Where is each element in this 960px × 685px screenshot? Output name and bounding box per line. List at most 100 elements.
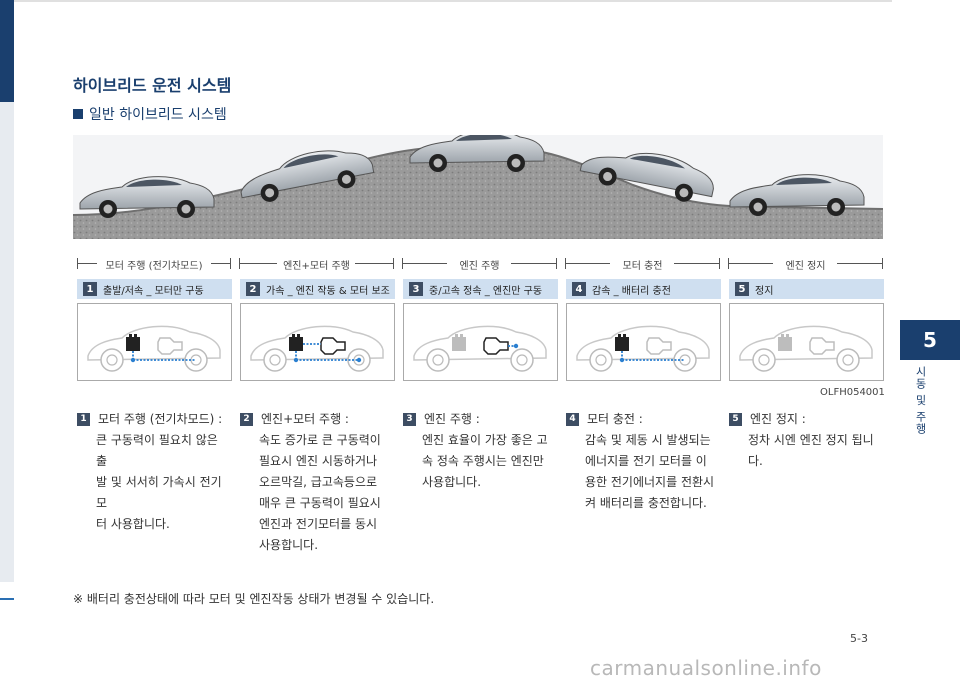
engine-icon (157, 337, 183, 355)
powertrain-diagram (739, 325, 873, 372)
description-line: 에너지를 전기 모터를 이 (585, 454, 707, 468)
flow-node (356, 357, 362, 363)
car-3 (409, 130, 545, 172)
phase-number: 5 (735, 282, 749, 296)
phase-label: 중/고속 정속 _ 엔진만 구동 (429, 285, 543, 297)
engine-icon (809, 337, 835, 355)
powertrain-diagram (576, 325, 710, 372)
wheel-icon (673, 348, 697, 372)
wheel-icon (100, 348, 124, 372)
powertrain-panel-5 (729, 303, 884, 381)
top-rule (0, 0, 892, 2)
car-outline (87, 325, 221, 361)
battery-icon (289, 334, 303, 351)
watermark: carmanualsonline.info (590, 656, 822, 680)
section-bullet-icon (73, 109, 83, 119)
description-3: 3 엔진 주행 : 엔진 효율이 가장 좋은 고 속 정속 주행시는 엔진만 사용… (403, 409, 553, 493)
description-line: 큰 구동력이 필요치 않은 출 (96, 433, 218, 468)
description-line: 다. (748, 454, 763, 468)
phase-bar-1: 1 출발/저속 _ 모터만 구동 (77, 279, 232, 299)
description-title: 엔진 주행 : (424, 412, 480, 426)
phase-number: 2 (246, 282, 260, 296)
car-1 (79, 176, 215, 218)
phase-bar-2: 2 가속 _ 엔진 작동 & 모터 보조 (240, 279, 395, 299)
description-line: 오르막길, 급고속등으로 (259, 475, 378, 489)
car-outline (250, 325, 384, 361)
description-line: 정차 시엔 엔진 정지 됩니 (748, 433, 874, 447)
chapter-tab[interactable]: 5 (900, 320, 960, 360)
car-outline (576, 325, 710, 361)
mode-label-4: 모터 충전 (565, 254, 720, 274)
left-margin-band (0, 102, 14, 582)
car-2 (240, 150, 375, 202)
description-number: 2 (240, 413, 253, 426)
phase-number: 4 (572, 282, 586, 296)
phase-label: 감속 _ 배터리 충전 (592, 285, 671, 297)
description-number: 3 (403, 413, 416, 426)
flow-node (513, 343, 519, 349)
flow-node (130, 357, 136, 363)
wheel-icon (589, 348, 613, 372)
car-outline (413, 325, 547, 361)
flow-node (619, 357, 625, 363)
engine-icon (483, 337, 509, 355)
mode-label-5: 엔진 정지 (728, 254, 883, 274)
page-title: 하이브리드 운전 시스템 (73, 76, 232, 95)
hybrid-hero-illustration (72, 130, 884, 239)
description-line: 필요시 엔진 시동하거나 (259, 454, 378, 468)
powertrain-diagram (413, 325, 547, 372)
description-line: 사용합니다. (422, 475, 482, 489)
description-title: 모터 충전 : (587, 412, 643, 426)
wheel-icon (510, 348, 534, 372)
mode-label-1: 모터 주행 (전기차모드) (77, 254, 231, 274)
description-title: 엔진 정지 : (750, 412, 806, 426)
description-line: 터 사용합니다. (96, 517, 170, 531)
wheel-icon (752, 348, 776, 372)
chapter-side-title: 시동 및 주행 (914, 366, 927, 435)
page-number: 5-3 (850, 632, 868, 645)
mode-label-bar: 모터 주행 (전기차모드) 엔진+모터 주행 엔진 주행 모터 충전 엔진 정지 (73, 254, 885, 274)
description-line: 엔진 효율이 가장 좋은 고 (422, 433, 548, 447)
description-1: 1 모터 주행 (전기차모드) : 큰 구동력이 필요치 않은 출 발 및 서서히… (77, 409, 227, 535)
description-line: 속 정속 주행시는 엔진만 (422, 454, 544, 468)
left-margin-tick (0, 598, 14, 600)
battery-icon (615, 334, 629, 351)
description-title: 모터 주행 (전기차모드) : (98, 412, 223, 426)
phase-number: 1 (83, 282, 97, 296)
description-number: 4 (566, 413, 579, 426)
description-line: 엔진과 전기모터를 동시 (259, 517, 378, 531)
description-line: 매우 큰 구동력이 필요시 (259, 496, 381, 510)
description-line: 용한 전기에너지를 전환시 (585, 475, 715, 489)
mode-label-3: 엔진 주행 (402, 254, 557, 274)
phase-label: 가속 _ 엔진 작동 & 모터 보조 (266, 285, 390, 297)
phase-label: 출발/저속 _ 모터만 구동 (103, 285, 204, 297)
wheel-icon (426, 348, 450, 372)
footnote: ※ 배터리 충전상태에 따라 모터 및 엔진작동 상태가 변경될 수 있습니다. (73, 592, 435, 606)
description-line: 켜 배터리를 충전합니다. (585, 496, 707, 510)
car-5 (729, 174, 865, 216)
description-line: 속도 증가로 큰 구동력이 (259, 433, 381, 447)
powertrain-panel-4 (566, 303, 721, 381)
figure-code: OLFH054001 (820, 387, 885, 398)
description-4: 4 모터 충전 : 감속 및 제동 시 발생되는 에너지를 전기 모터를 이 용한… (566, 409, 716, 514)
battery-icon (452, 334, 466, 351)
description-line: 감속 및 제동 시 발생되는 (585, 433, 711, 447)
road-hill-graphic (72, 130, 884, 239)
description-line: 발 및 서서히 가속시 전기모 (96, 475, 222, 510)
phase-number: 3 (409, 282, 423, 296)
powertrain-panel-3 (403, 303, 558, 381)
powertrain-panel-1 (77, 303, 232, 381)
description-number: 5 (729, 413, 742, 426)
description-2: 2 엔진+모터 주행 : 속도 증가로 큰 구동력이 필요시 엔진 시동하거나 오… (240, 409, 390, 556)
description-number: 1 (77, 413, 90, 426)
description-title: 엔진+모터 주행 : (261, 412, 349, 426)
phase-bar-5: 5 정지 (729, 279, 884, 299)
powertrain-diagram (87, 325, 221, 372)
description-line: 사용합니다. (259, 538, 319, 552)
battery-icon (126, 334, 140, 351)
powertrain-panel-2 (240, 303, 395, 381)
phase-label: 정지 (755, 285, 774, 297)
powertrain-diagram (250, 325, 384, 372)
car-outline (739, 325, 873, 361)
left-accent-strip (0, 0, 14, 102)
